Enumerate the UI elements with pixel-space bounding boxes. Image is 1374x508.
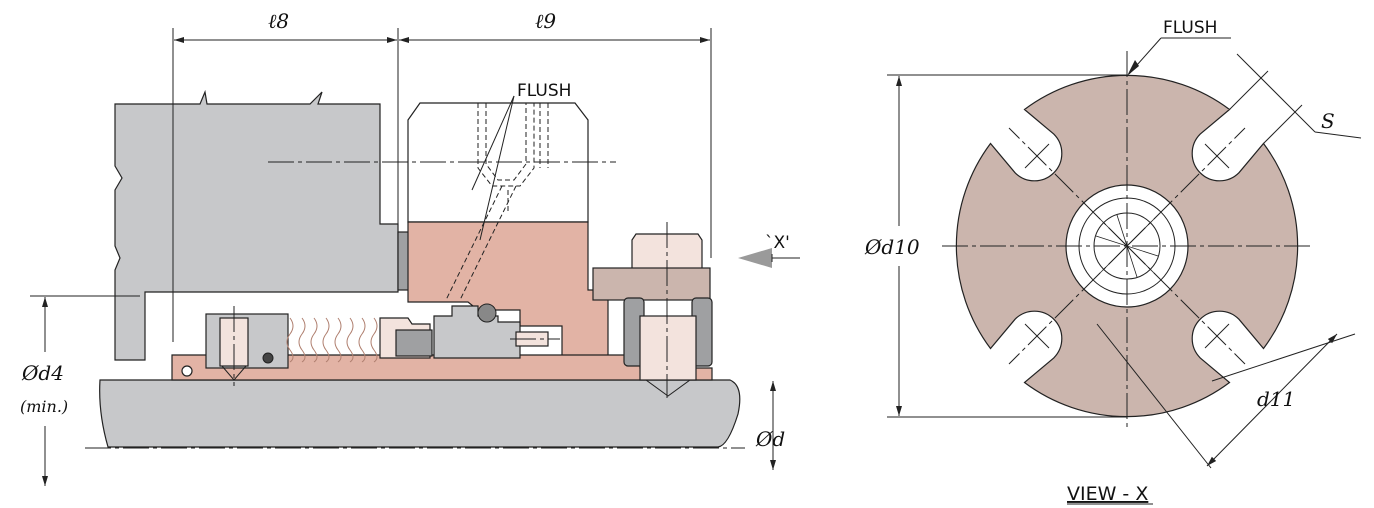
gland-bolt-shank: [639, 315, 697, 381]
seat-o-ring: [477, 303, 497, 323]
slot-centre-nw: [1008, 127, 1128, 247]
view-x-arrow: [738, 248, 800, 268]
dimension-d4-note: (min.): [20, 397, 68, 416]
flush-passage: [445, 95, 549, 301]
sleeve-o-ring: [181, 365, 193, 377]
slot-centre-sw: [1008, 245, 1128, 365]
dimension-d-label: Ød: [755, 427, 785, 451]
view-x-label: `X': [765, 233, 790, 253]
pump-housing: [114, 89, 399, 361]
dimension-l8-label: ℓ8: [268, 9, 289, 33]
flush-leader-arrow: [1127, 60, 1139, 76]
dimension-s-leader: [1314, 131, 1362, 139]
dimension-d11-label: d11: [1257, 387, 1295, 411]
dimension-d10-label: Ød10: [864, 235, 920, 259]
stationary-seat: [433, 305, 521, 359]
flush-label-end: FLUSH: [1163, 18, 1217, 38]
rotary-face: [395, 329, 433, 357]
slot-centre-ne: [1126, 127, 1246, 247]
section-view: FLUSH: [20, 9, 800, 486]
gland-plate-lower: [407, 221, 609, 358]
ext-line-s-a: [1229, 70, 1269, 110]
bolt-plate: [592, 267, 711, 301]
collar-o-ring: [262, 352, 274, 364]
view-x-title: VIEW - X: [1067, 483, 1148, 505]
dimension-line-d11: [1206, 333, 1338, 467]
ext-line-s-b: [1263, 104, 1303, 144]
dimension-s-label: S: [1321, 109, 1335, 133]
ext-line-d11-b: [1096, 323, 1212, 469]
springs: [286, 317, 378, 363]
shaft: [99, 379, 741, 448]
dimension-l9-label: ℓ9: [535, 9, 556, 33]
end-view-x: S FLUSH Ød10 d11 VIEW - X: [864, 18, 1362, 505]
ext-line-d11-a: [1211, 333, 1356, 382]
dimension-line-s: [1236, 53, 1316, 133]
slot-tick-nw: [1024, 143, 1050, 169]
set-screw-point: [221, 365, 247, 381]
slot-tick-sw: [1024, 323, 1050, 349]
dimension-d4-label: Ød4: [21, 361, 64, 385]
slot-tick-ne: [1204, 143, 1230, 169]
flush-label-section: FLUSH: [517, 81, 571, 101]
bolt-point: [645, 379, 691, 397]
